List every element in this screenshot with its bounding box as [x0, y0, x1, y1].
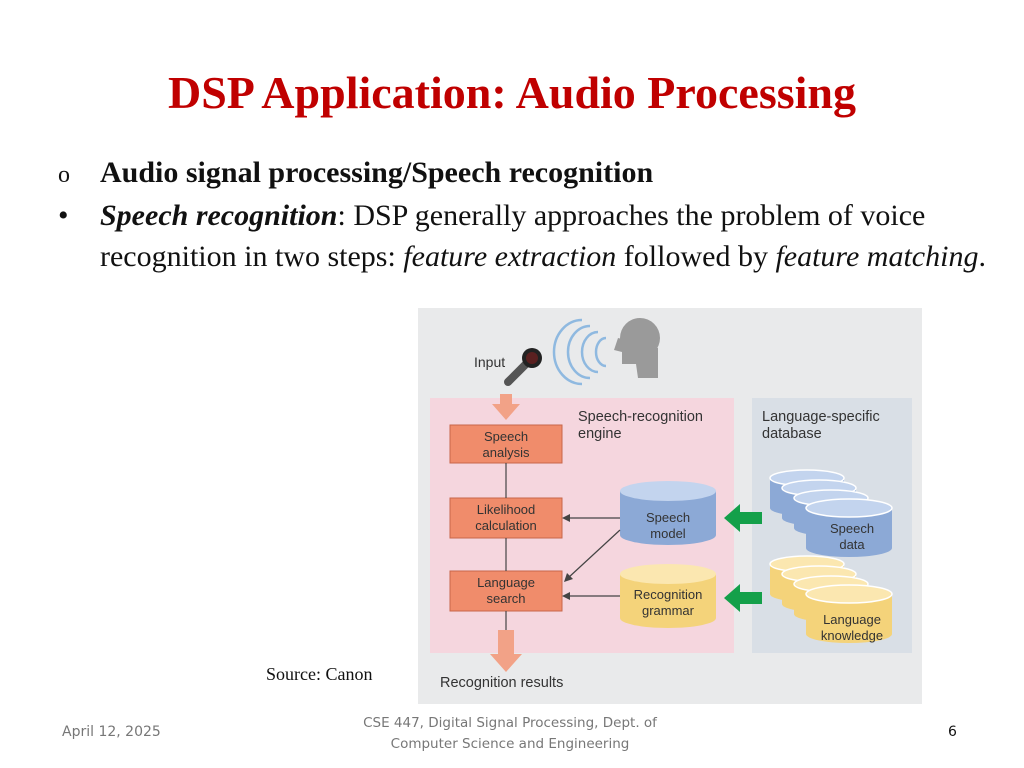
- speech-analysis-line2: analysis: [483, 445, 530, 460]
- speech-model-cylinder: [620, 481, 716, 545]
- sound-waves-icon: [552, 318, 607, 386]
- footer-course: CSE 447, Digital Signal Processing, Dept…: [340, 713, 680, 755]
- likelihood-calculation-box: [449, 497, 563, 539]
- green-arrow-lower: [724, 584, 762, 612]
- input-label: Input: [474, 354, 505, 370]
- model-to-search-arrow: [567, 529, 621, 579]
- bullet-text-part: : DSP generally approaches the problem o…: [100, 199, 926, 273]
- engine-label-line2: engine: [578, 426, 622, 442]
- speech-model-line2: model: [650, 526, 686, 541]
- database-label-line2: database: [762, 426, 822, 442]
- recognition-grammar-line2: grammar: [642, 603, 695, 618]
- green-arrow-upper: [724, 504, 762, 532]
- input-arrow: [492, 394, 520, 420]
- bullet-item: • Speech recognition: DSP generally appr…: [58, 195, 988, 277]
- speech-model-line1: Speech: [646, 510, 690, 525]
- slide-title: DSP Application: Audio Processing: [167, 67, 856, 118]
- recognition-results-label: Recognition results: [440, 675, 563, 691]
- speech-data-cylinder-stack: [769, 469, 893, 557]
- speech-data-line2: data: [839, 537, 865, 552]
- arrowhead: [562, 592, 570, 600]
- recognition-grammar-line1: Recognition: [634, 587, 703, 602]
- arrowhead: [562, 514, 570, 522]
- bullet-text-part: followed by: [616, 240, 776, 273]
- language-search-box: [449, 570, 563, 612]
- engine-label-line1: Speech-recognition: [578, 409, 703, 425]
- speech-analysis-box: [449, 424, 563, 464]
- arrowhead: [564, 573, 573, 582]
- bullet-term: Speech recognition: [100, 199, 338, 232]
- recognition-grammar-cylinder: [620, 564, 716, 628]
- footer-course-line2: Computer Science and Engineering: [390, 736, 630, 752]
- speech-recognition-diagram: Input Speech-recognition engine Language…: [418, 308, 922, 704]
- bullet-text-part: .: [978, 240, 986, 273]
- microphone-icon: [504, 348, 542, 386]
- emphasis-text: feature matching: [775, 240, 979, 273]
- likelihood-line1: Likelihood: [477, 502, 536, 517]
- source-caption: Source: Canon: [266, 664, 373, 684]
- bullet-marker: •: [58, 199, 69, 232]
- language-knowledge-line1: Language: [823, 612, 881, 627]
- language-search-line2: search: [486, 591, 525, 606]
- database-label-line1: Language-specific: [762, 409, 880, 425]
- footer-page-number: 6: [948, 724, 957, 740]
- speech-data-line1: Speech: [830, 521, 874, 536]
- likelihood-line2: calculation: [475, 518, 536, 533]
- speaker-head-icon: [614, 318, 660, 378]
- bullet-marker: o: [58, 162, 70, 188]
- emphasis-text: feature extraction: [403, 240, 617, 273]
- output-arrow: [490, 630, 522, 672]
- speech-analysis-line1: Speech: [484, 429, 528, 444]
- bullet-text: Audio signal processing/Speech recogniti…: [100, 156, 654, 189]
- bullet-list: o Audio signal processing/Speech recogni…: [58, 152, 988, 277]
- bullet-text: Speech recognition: DSP generally approa…: [100, 199, 986, 273]
- language-search-line1: Language: [477, 575, 535, 590]
- footer-course-line1: CSE 447, Digital Signal Processing, Dept…: [363, 715, 657, 731]
- footer-date: April 12, 2025: [62, 724, 161, 740]
- bullet-item: o Audio signal processing/Speech recogni…: [58, 152, 988, 193]
- language-knowledge-cylinder-stack: [769, 555, 893, 643]
- language-knowledge-line2: knowledge: [821, 628, 883, 643]
